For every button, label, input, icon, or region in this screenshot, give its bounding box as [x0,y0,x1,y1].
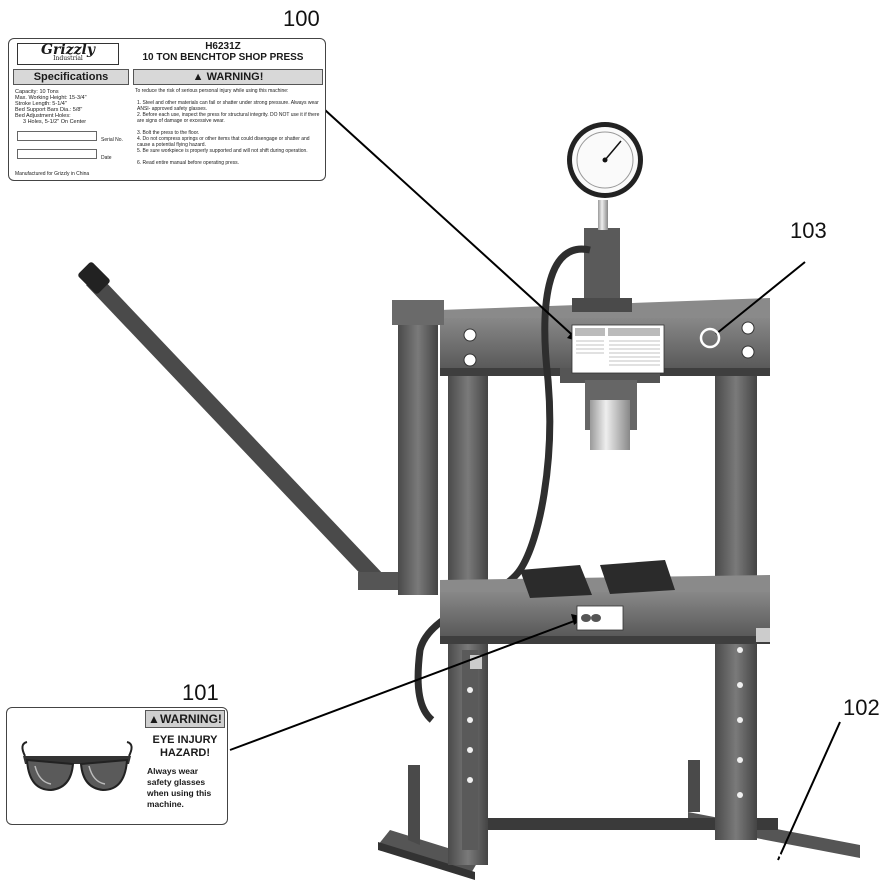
leader-line-100 [324,109,581,343]
hazard-title: EYE INJURY HAZARD! [152,734,218,759]
model-number: H6231Z [205,41,241,52]
brand-sub: Industrial [53,55,83,62]
date-label: Date [101,155,112,161]
warning-intro: To reduce the risk of serious personal i… [135,88,289,94]
bed-plate-left [520,565,592,598]
serial-box [17,131,97,141]
specs-heading: Specifications [13,69,129,85]
callout-103: 103 [790,218,827,243]
warning-item: 2. Before each use, inspect the press fo… [137,112,320,124]
warning-item: 4. Do not compress springs or other item… [137,136,310,148]
marker-102 [763,851,785,873]
hydraulic-hose [414,245,591,723]
spec-line: Stroke Length: 5-1/4" [15,101,67,107]
marker-103 [699,327,721,349]
right-foot [688,760,860,858]
warning-text: WARNING! [159,712,222,726]
pump-cylinder [398,300,438,595]
spec-line: Bed Support Bars Dia.: 5/8" [15,107,83,113]
callout-101: 101 [182,680,219,705]
leader-line-103 [715,261,806,335]
callout-102: 102 [843,695,880,720]
pump-handle [86,278,384,584]
warning-item: 3. Bolt the press to the floor. [137,130,200,136]
model-title: H6231Z 10 TON BENCHTOP SHOP PRESS [125,41,321,63]
brand-logo: Grizzly Industrial [17,43,119,65]
bottom-cross-brace [478,818,778,830]
serial-label: Serial No. [101,137,123,143]
safety-glasses-icon [21,741,133,792]
leader-line-102 [777,721,841,861]
bed-plate-right [600,560,675,594]
warning-banner: ▲WARNING! [145,710,225,728]
hazard-body: Always wear safety glasses when using th… [147,766,212,809]
warning-item: 1. Steel and other materials can fail or… [137,100,319,112]
leader-line-101 [229,616,586,751]
brand-name: Grizzly [40,42,95,58]
date-box [17,149,97,159]
spec-line: Bed Adjustment Holes: [15,113,71,119]
label-101-eye-injury-warning: ▲WARNING! EYE INJURY HAZARD! Always wear… [6,707,228,825]
spec-line: Max. Working Height: 15-3/4" [15,95,87,101]
warning-item: 6. Read entire manual before operating p… [137,160,240,166]
spec-line: Capacity: 10 Tons [15,89,59,95]
manufactured-note: Manufactured for Grizzly in China [15,171,90,177]
pressure-gauge [567,122,643,198]
warning-heading-text: WARNING! [206,71,264,83]
warning-heading: ▲ WARNING! [133,69,323,85]
label-100-specifications-warning: Grizzly Industrial H6231Z 10 TON BENCHTO… [8,38,326,181]
ram-piston [590,400,630,450]
callout-100: 100 [283,6,320,31]
spec-line: 3 Holes, 5-1/2" On Center [23,119,87,125]
product-name: 10 TON BENCHTOP SHOP PRESS [142,52,304,63]
warning-item: 5. Be sure workpiece is properly support… [137,148,308,154]
